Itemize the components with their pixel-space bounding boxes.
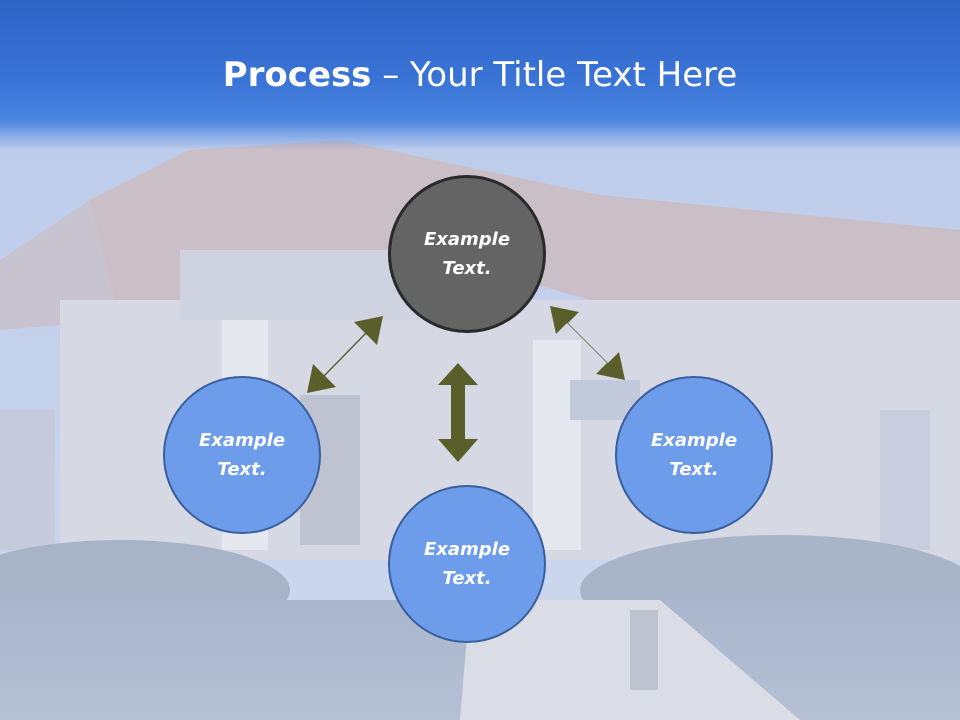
node-left-circle[interactable]: Example Text. [163, 376, 321, 534]
arrow-top-right[interactable] [550, 306, 625, 380]
arrow-top-left[interactable] [307, 316, 383, 393]
title-bold-part: Process [222, 55, 372, 95]
title-regular-part: – Your Title Text Here [371, 55, 738, 95]
arrow-vertical[interactable] [438, 363, 478, 462]
node-left-label: Example Text. [198, 430, 286, 480]
node-top-label: Example Text. [423, 229, 511, 279]
node-top-circle[interactable]: Example Text. [388, 175, 546, 333]
node-right-label: Example Text. [650, 430, 738, 480]
node-bottom-circle[interactable]: Example Text. [388, 485, 546, 643]
title-band [0, 0, 960, 150]
node-bottom-label: Example Text. [423, 539, 511, 589]
slide-title[interactable]: Process – Your Title Text Here [0, 52, 960, 98]
node-right-circle[interactable]: Example Text. [615, 376, 773, 534]
